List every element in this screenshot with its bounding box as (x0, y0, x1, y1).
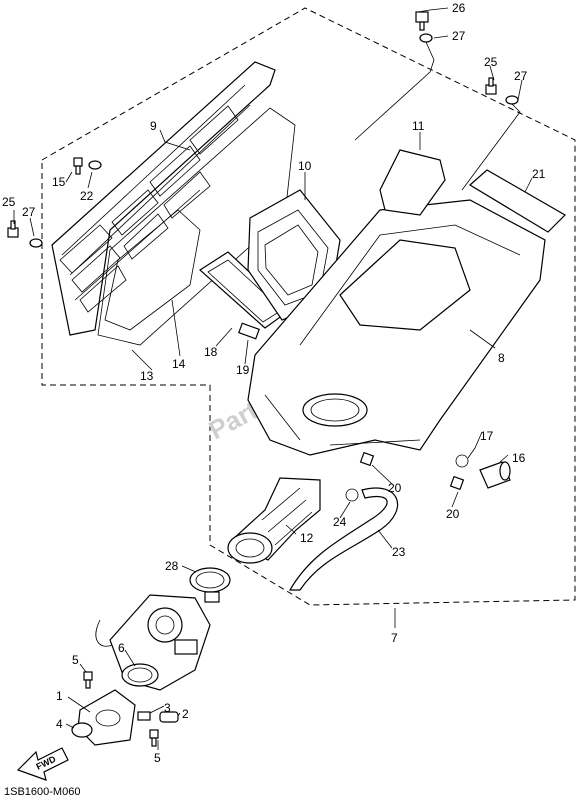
leader-lines (13, 7, 533, 750)
callouts: 26 27 25 27 11 21 10 9 15 22 25 27 13 14… (2, 1, 546, 765)
intake-duct-strip (468, 169, 566, 233)
cover-seal (104, 209, 201, 331)
callout-20-left: 20 (388, 481, 402, 495)
callout-27-right: 27 (514, 69, 528, 83)
intake-snorkel (379, 149, 446, 216)
callout-5-top: 5 (72, 653, 79, 667)
callout-20-right: 20 (446, 507, 460, 521)
callout-13: 13 (140, 369, 154, 383)
screw-5-top (83, 671, 93, 689)
holder-clip-20b (449, 475, 465, 491)
callout-3: 3 (164, 701, 171, 715)
washer-27-left (29, 238, 43, 248)
washer-22 (88, 160, 102, 170)
bolt-15 (73, 157, 83, 175)
callout-19: 19 (236, 363, 250, 377)
clamp-band (121, 663, 159, 687)
bolt-25-left (7, 220, 19, 238)
callout-11: 11 (412, 119, 425, 133)
callout-12: 12 (300, 531, 314, 545)
callout-15: 15 (52, 175, 66, 189)
washer-27-top (419, 33, 433, 43)
forward-arrow: FWD (16, 747, 69, 781)
callout-16: 16 (512, 451, 526, 465)
callout-2: 2 (182, 707, 189, 721)
drain-plug (479, 461, 511, 489)
callout-8: 8 (498, 351, 505, 365)
cap-3 (137, 711, 151, 721)
holder-clip-20a (359, 451, 375, 467)
callout-26: 26 (452, 1, 466, 15)
callout-24: 24 (333, 515, 347, 529)
callout-4: 4 (56, 717, 63, 731)
bolt-25-right (485, 77, 497, 95)
callout-6: 6 (118, 641, 125, 655)
callout-21: 21 (532, 167, 546, 181)
hose-clip-24 (345, 488, 359, 502)
callout-1: 1 (56, 689, 63, 703)
callout-22: 22 (80, 189, 94, 203)
air-filter-case (247, 199, 546, 456)
intake-joint (227, 477, 321, 564)
callout-18: 18 (204, 345, 218, 359)
screw-5-bottom (149, 729, 159, 747)
diagram-code: 1SB1600-M060 (4, 786, 80, 798)
assembly-boundary (41, 7, 576, 606)
callout-17: 17 (480, 429, 494, 443)
callout-27-left: 27 (22, 205, 36, 219)
callout-14: 14 (172, 357, 186, 371)
breather-hose (288, 487, 399, 591)
hose-clip-17 (455, 454, 469, 468)
callout-25-left: 25 (2, 195, 16, 209)
callout-10: 10 (298, 159, 312, 173)
callout-9: 9 (150, 119, 157, 133)
cap-2 (159, 711, 179, 723)
callout-7: 7 (391, 631, 398, 645)
bolt-26 (415, 11, 429, 31)
callout-28: 28 (165, 559, 179, 573)
callout-23: 23 (392, 545, 406, 559)
o-ring (71, 722, 93, 738)
washer-27-right (505, 95, 519, 105)
cover-gasket (97, 107, 296, 346)
callout-25-right: 25 (484, 55, 498, 69)
hose-clamp (189, 567, 231, 603)
callout-27-top: 27 (452, 29, 466, 43)
filter-pad (238, 322, 260, 340)
callout-5-bottom: 5 (154, 751, 161, 765)
filter-case-cover (51, 61, 276, 336)
